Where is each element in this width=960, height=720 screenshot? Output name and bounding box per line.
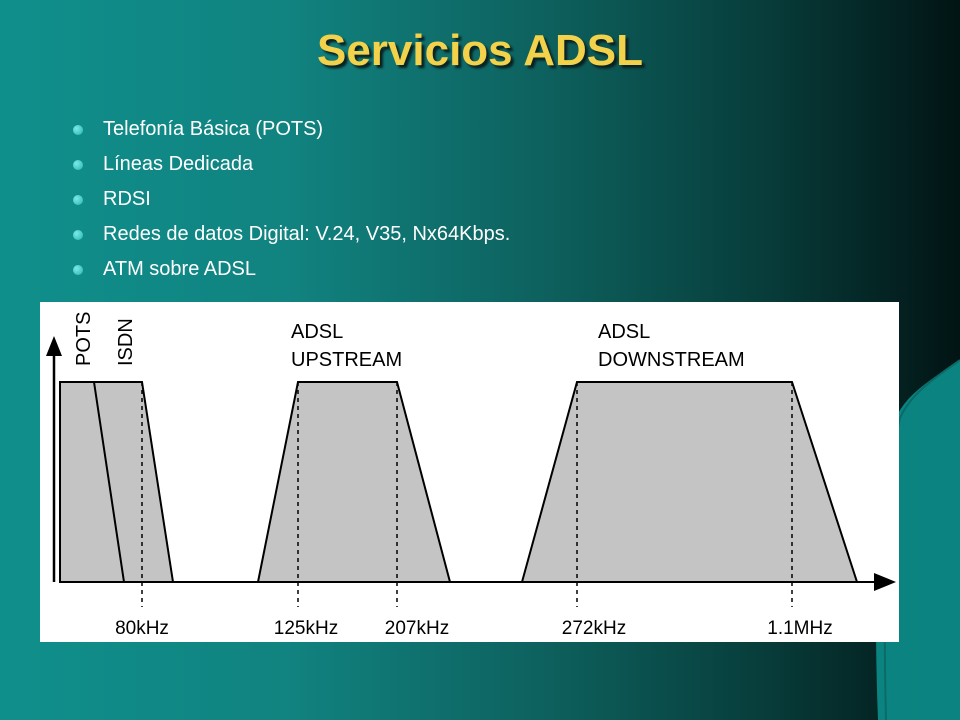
pots-isdn-band bbox=[59, 381, 175, 583]
freq-label-125khz: 125kHz bbox=[274, 618, 338, 639]
bullet-item: Telefonía Básica (POTS) bbox=[70, 112, 510, 147]
isdn-label: ISDN bbox=[115, 318, 137, 366]
adsl-spectrum-diagram: POTS ISDN ADSL UPSTREAM ADSL DOWNSTREAM … bbox=[40, 302, 899, 642]
bullet-icon bbox=[73, 195, 83, 205]
upstream-label-line2: UPSTREAM bbox=[291, 349, 402, 371]
upstream-label-line1: ADSL bbox=[291, 321, 343, 343]
bullet-icon bbox=[73, 265, 83, 275]
x-axis-arrow-icon bbox=[874, 573, 896, 591]
pots-label: POTS bbox=[73, 312, 95, 366]
freq-label-80khz: 80kHz bbox=[115, 618, 169, 639]
bullet-text: ATM sobre ADSL bbox=[103, 258, 257, 280]
downstream-label-line2: DOWNSTREAM bbox=[598, 349, 745, 371]
slide-title: Servicios ADSL bbox=[316, 26, 644, 75]
bullet-text: Líneas Dedicada bbox=[103, 153, 254, 175]
adsl-downstream-band bbox=[520, 381, 859, 583]
freq-label-272khz: 272kHz bbox=[562, 618, 626, 639]
bullet-icon bbox=[73, 125, 83, 135]
bullet-text: RDSI bbox=[103, 188, 151, 210]
bullet-list: Telefonía Básica (POTS) Líneas Dedicada … bbox=[70, 112, 510, 287]
bullet-item: RDSI bbox=[70, 182, 510, 217]
downstream-label-line1: ADSL bbox=[598, 321, 650, 343]
bullet-icon bbox=[73, 230, 83, 240]
adsl-upstream-band bbox=[256, 381, 452, 583]
freq-label-207khz: 207kHz bbox=[385, 618, 449, 639]
bullet-icon bbox=[73, 160, 83, 170]
bullet-item: ATM sobre ADSL bbox=[70, 252, 510, 287]
bullet-item: Líneas Dedicada bbox=[70, 147, 510, 182]
freq-label-1-1mhz: 1.1MHz bbox=[767, 618, 832, 639]
pots-edge-line bbox=[93, 381, 125, 583]
bullet-item: Redes de datos Digital: V.24, V35, Nx64K… bbox=[70, 217, 510, 252]
bullet-text: Redes de datos Digital: V.24, V35, Nx64K… bbox=[103, 223, 511, 245]
y-axis-arrow-icon bbox=[46, 336, 62, 356]
bullet-text: Telefonía Básica (POTS) bbox=[103, 118, 324, 140]
